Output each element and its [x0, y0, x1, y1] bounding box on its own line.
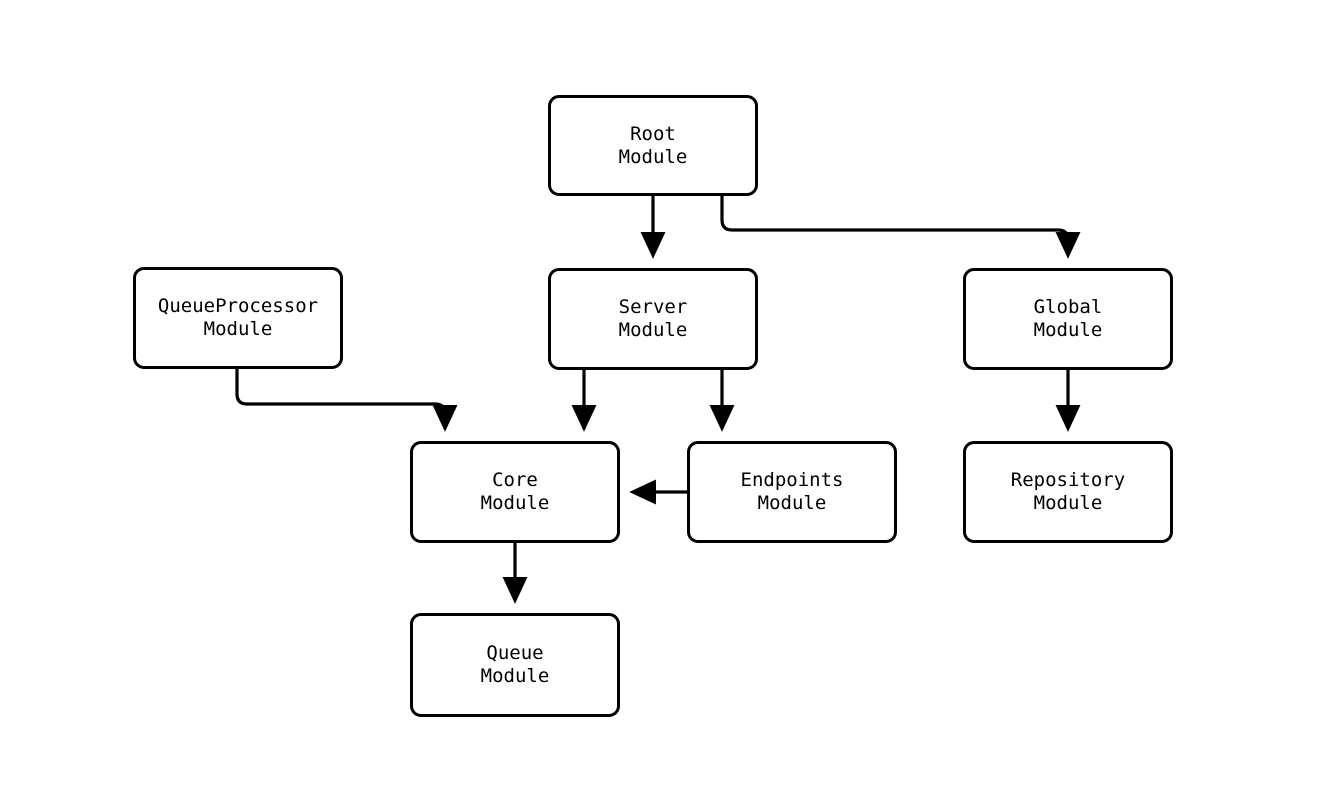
edge-root-global: [720, 196, 1081, 259]
node-global-module-label-line1: Global: [1033, 296, 1103, 318]
node-queue-module[interactable]: Queue Module: [410, 613, 620, 717]
node-global-module-label-line2: Module: [1033, 319, 1103, 341]
node-core-module-label-line1: Core: [492, 469, 538, 491]
node-server-module-label-line1: Server: [618, 296, 688, 318]
node-core-module[interactable]: Core Module: [410, 441, 620, 543]
node-global-module[interactable]: Global Module: [963, 268, 1173, 370]
node-server-module[interactable]: Server Module: [548, 268, 758, 370]
node-repository-module[interactable]: Repository Module: [963, 441, 1173, 543]
node-queue-module-label-line2: Module: [480, 665, 550, 687]
node-root-module[interactable]: Root Module: [548, 95, 758, 196]
node-endpoints-module-label-line1: Endpoints: [740, 469, 844, 491]
node-repository-module-label-line1: Repository: [1010, 469, 1126, 491]
node-core-module-label-line2: Module: [480, 492, 550, 514]
node-queueprocessor-module-label-line1: QueueProcessor: [157, 295, 319, 317]
node-queueprocessor-module[interactable]: QueueProcessor Module: [133, 267, 343, 369]
node-server-module-label-line2: Module: [618, 319, 688, 341]
node-queueprocessor-module-label-line2: Module: [203, 318, 273, 340]
node-repository-module-label-line2: Module: [1033, 492, 1103, 514]
node-endpoints-module[interactable]: Endpoints Module: [687, 441, 897, 543]
edge-queueprocessor-core: [235, 369, 458, 432]
node-root-module-label-line2: Module: [618, 145, 688, 168]
node-endpoints-module-label-line2: Module: [757, 492, 827, 514]
node-root-module-label-line1: Root: [630, 122, 676, 145]
node-queue-module-label-line1: Queue: [486, 642, 544, 664]
